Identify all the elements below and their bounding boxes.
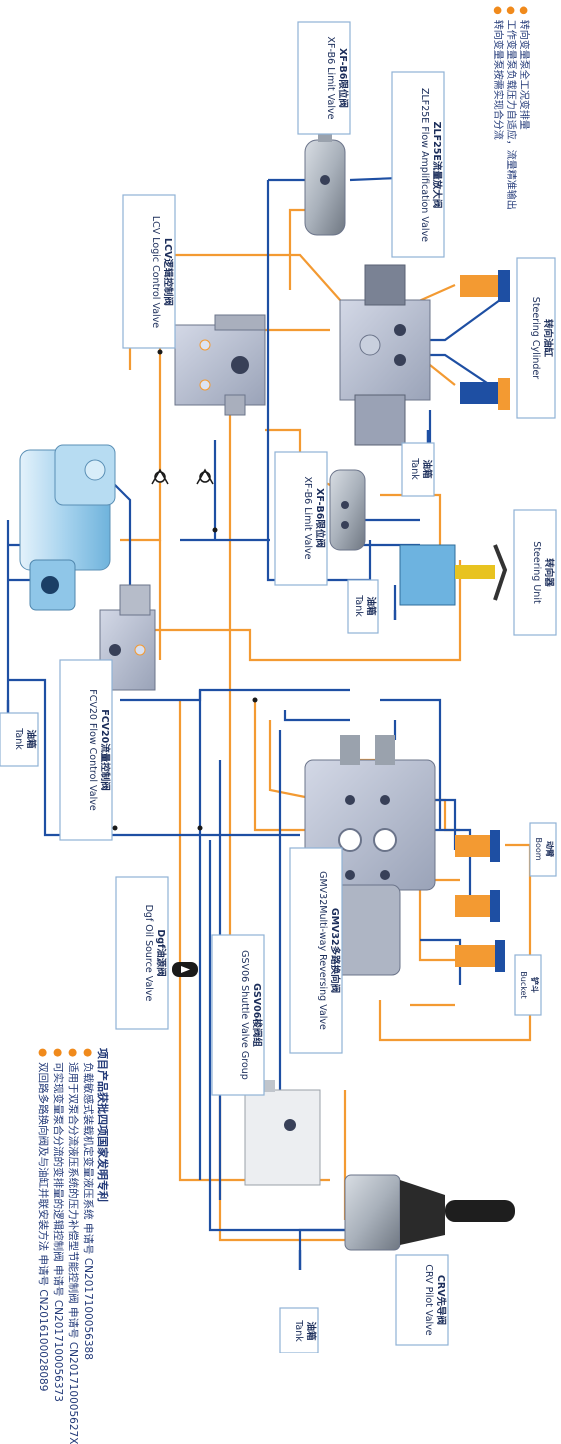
boom-label: 动臂 Boom bbox=[534, 837, 554, 861]
lcv-label: LCV逻辑控制阀 LCV Logic Control Valve bbox=[150, 215, 173, 329]
xf-b6-mid-valve-body bbox=[329, 469, 366, 551]
lcv-valve-body bbox=[174, 314, 266, 416]
xf-b6-mid-label: XF-B6限位阀 XF-B6 Limit Valve bbox=[302, 476, 325, 560]
zlf25e-label: ZLF25E流量放大阀 ZLF25E Flow Amplification Va… bbox=[419, 87, 442, 243]
feature-notes: ●转向变量泵全工况变排量 ●工作变量泵负载压力自适应，流量精准输出 ●转向变量泵… bbox=[491, 6, 530, 210]
dgf-label: Dgf油源阀 Dgf Oil Source Valve bbox=[143, 904, 166, 1002]
variable-pump bbox=[19, 444, 116, 611]
feature-note: ●工作变量泵负载压力自适应，流量精准输出 bbox=[505, 6, 516, 210]
bucket-label: 铲斗 Bucket bbox=[519, 971, 539, 999]
tank-zlf-label: 油箱 Tank bbox=[409, 458, 432, 480]
label-boxes bbox=[0, 21, 557, 1353]
xf-b6-top-valve-body bbox=[304, 130, 346, 236]
steering-unit-body bbox=[399, 544, 508, 606]
crv-pilot-valve-body bbox=[344, 1174, 515, 1251]
steering-unit-label: 转向器 Steering Unit bbox=[531, 541, 554, 604]
patent-item: ●负载敏感式装载机定变量液压系统 申请号 CN201710005638​8 bbox=[82, 1048, 94, 1360]
feature-note: ●转向变量泵按需实现合分流 bbox=[492, 6, 503, 140]
tank-crv-label: 油箱 Tank bbox=[293, 1320, 316, 1342]
gsv06-valve-body bbox=[244, 1080, 321, 1186]
tank-left-label: 油箱 Tank bbox=[13, 728, 36, 750]
patents-block: 项目产品获批四项国家发明专利 ●负载敏感式装载机定变量液压系统 申请号 CN20… bbox=[35, 1048, 110, 1444]
patents-title: 项目产品获批四项国家发明专利 bbox=[96, 1048, 109, 1202]
dgf-valve-symbol bbox=[172, 962, 198, 977]
tank-su-label: 油箱 Tank bbox=[353, 595, 376, 617]
hydraulic-system-diagram bbox=[0, 21, 557, 1353]
crv-label: CRV先导阀 CRV Pilot Valve bbox=[423, 1264, 446, 1336]
patent-item: ●适用于双泵合分流液压系统的压力补偿型节能控制阀 申请号 CN201710005… bbox=[67, 1048, 79, 1444]
check-valve-symbols bbox=[151, 468, 214, 485]
gmv32-label: GMV32多路换向阀 GMV32Multi-way Reversing Valv… bbox=[317, 871, 340, 1030]
boom-bucket-cylinder-shapes bbox=[455, 830, 505, 972]
gsv06-label: GSV06梭阀组 GSV06 Shuttle Valve Group bbox=[239, 950, 262, 1080]
feature-note: ●转向变量泵全工况变排量 bbox=[518, 6, 529, 130]
steering-cylinder-label: 转向油缸 Steering Cylinder bbox=[530, 296, 553, 380]
steering-cylinder-shapes bbox=[460, 270, 510, 410]
xf-b6-top-label: XF-B6限位阀 XF-B6 Limit Valve bbox=[325, 36, 348, 120]
fcv20-label: FCV20流量控制阀 FCV20 Flow Control Valve bbox=[87, 689, 110, 811]
patent-item: ●可实现变量泵合分流的变排量的逻辑控制阀 申请号 CN2017100056373 bbox=[52, 1048, 64, 1402]
zlf25e-valve-body bbox=[339, 264, 431, 446]
patent-item: ●双回路多路换向阀及与油缸并联安装方法 申请号 CN2016100028089 bbox=[37, 1048, 49, 1392]
